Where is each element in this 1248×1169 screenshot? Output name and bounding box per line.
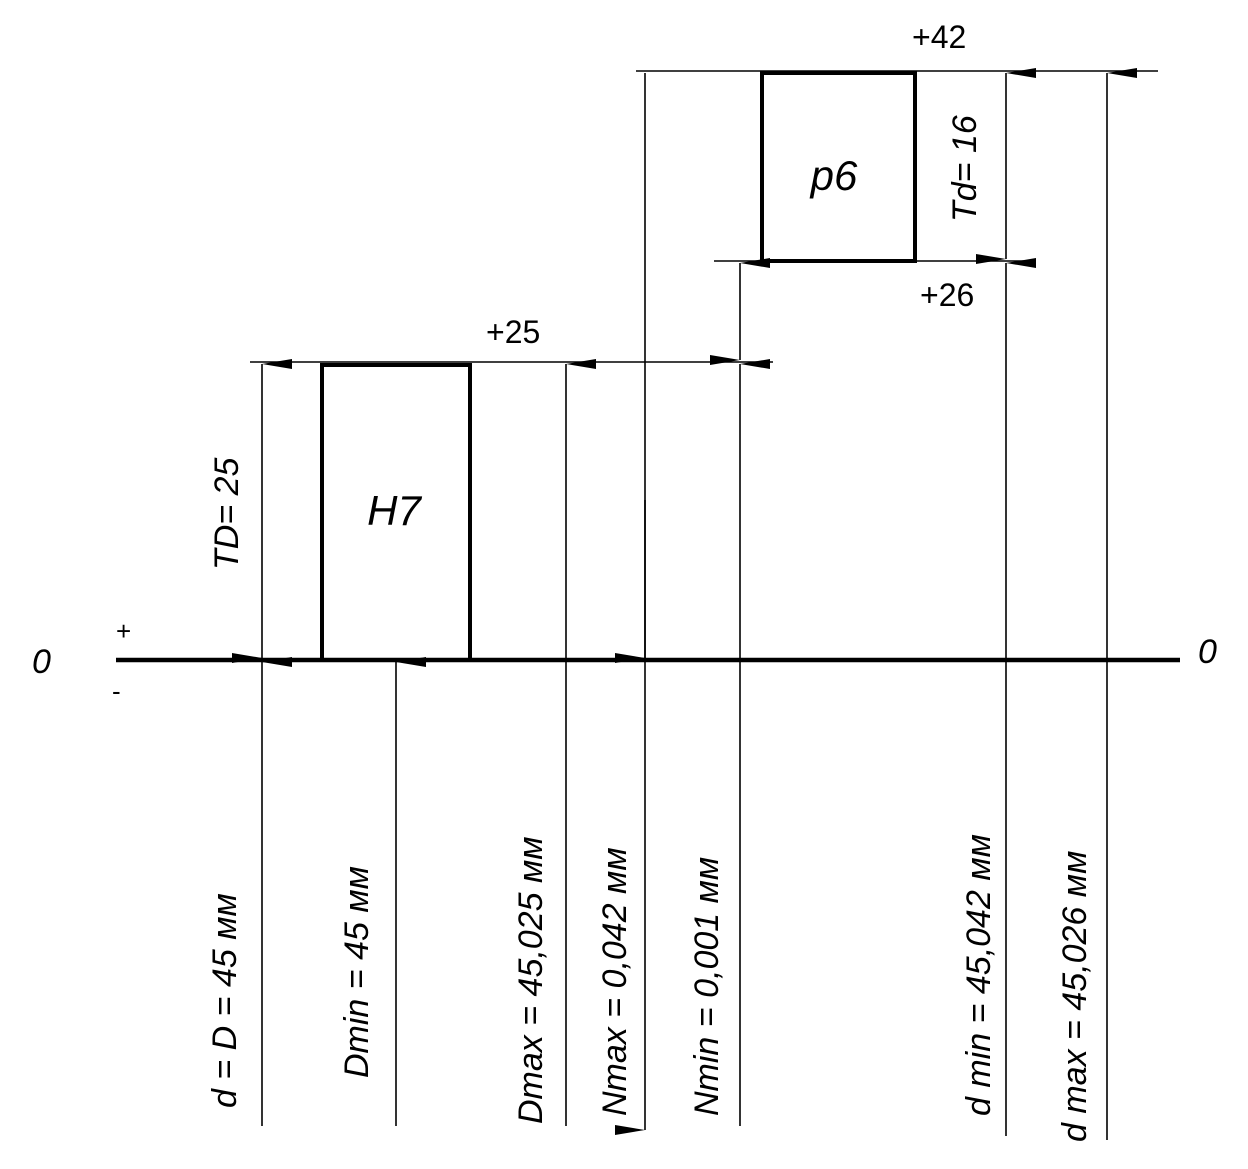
hole-zone-label: H7 (367, 487, 422, 534)
shaft-lower-deviation-label: +26 (920, 277, 974, 313)
shaft-dmax-label: d max = 45,026 мм (1056, 851, 1094, 1142)
hole-dmax-label: Dmax = 45,025 мм (512, 836, 550, 1124)
shaft-tolerance-label: Td= 16 (946, 115, 984, 222)
zero-label-right: 0 (1198, 633, 1217, 671)
plus-sign: + (116, 616, 131, 646)
zero-label-left: 0 (32, 643, 51, 681)
hole-dmin-label: Dmin = 45 мм (338, 866, 376, 1078)
nmax-label: Nmax = 0,042 мм (596, 847, 634, 1116)
hole-upper-deviation-label: +25 (486, 314, 540, 350)
hole-tolerance-label: TD= 25 (208, 457, 246, 570)
nominal-size-label: d = D = 45 мм (206, 893, 244, 1108)
shaft-upper-deviation-label: +42 (912, 19, 966, 55)
shaft-zone-label: p6 (809, 152, 858, 199)
minus-sign: - (112, 676, 121, 706)
shaft-dmin-label: d min = 45,042 мм (960, 834, 998, 1116)
nmin-label: Nmin = 0,001 мм (688, 857, 726, 1116)
